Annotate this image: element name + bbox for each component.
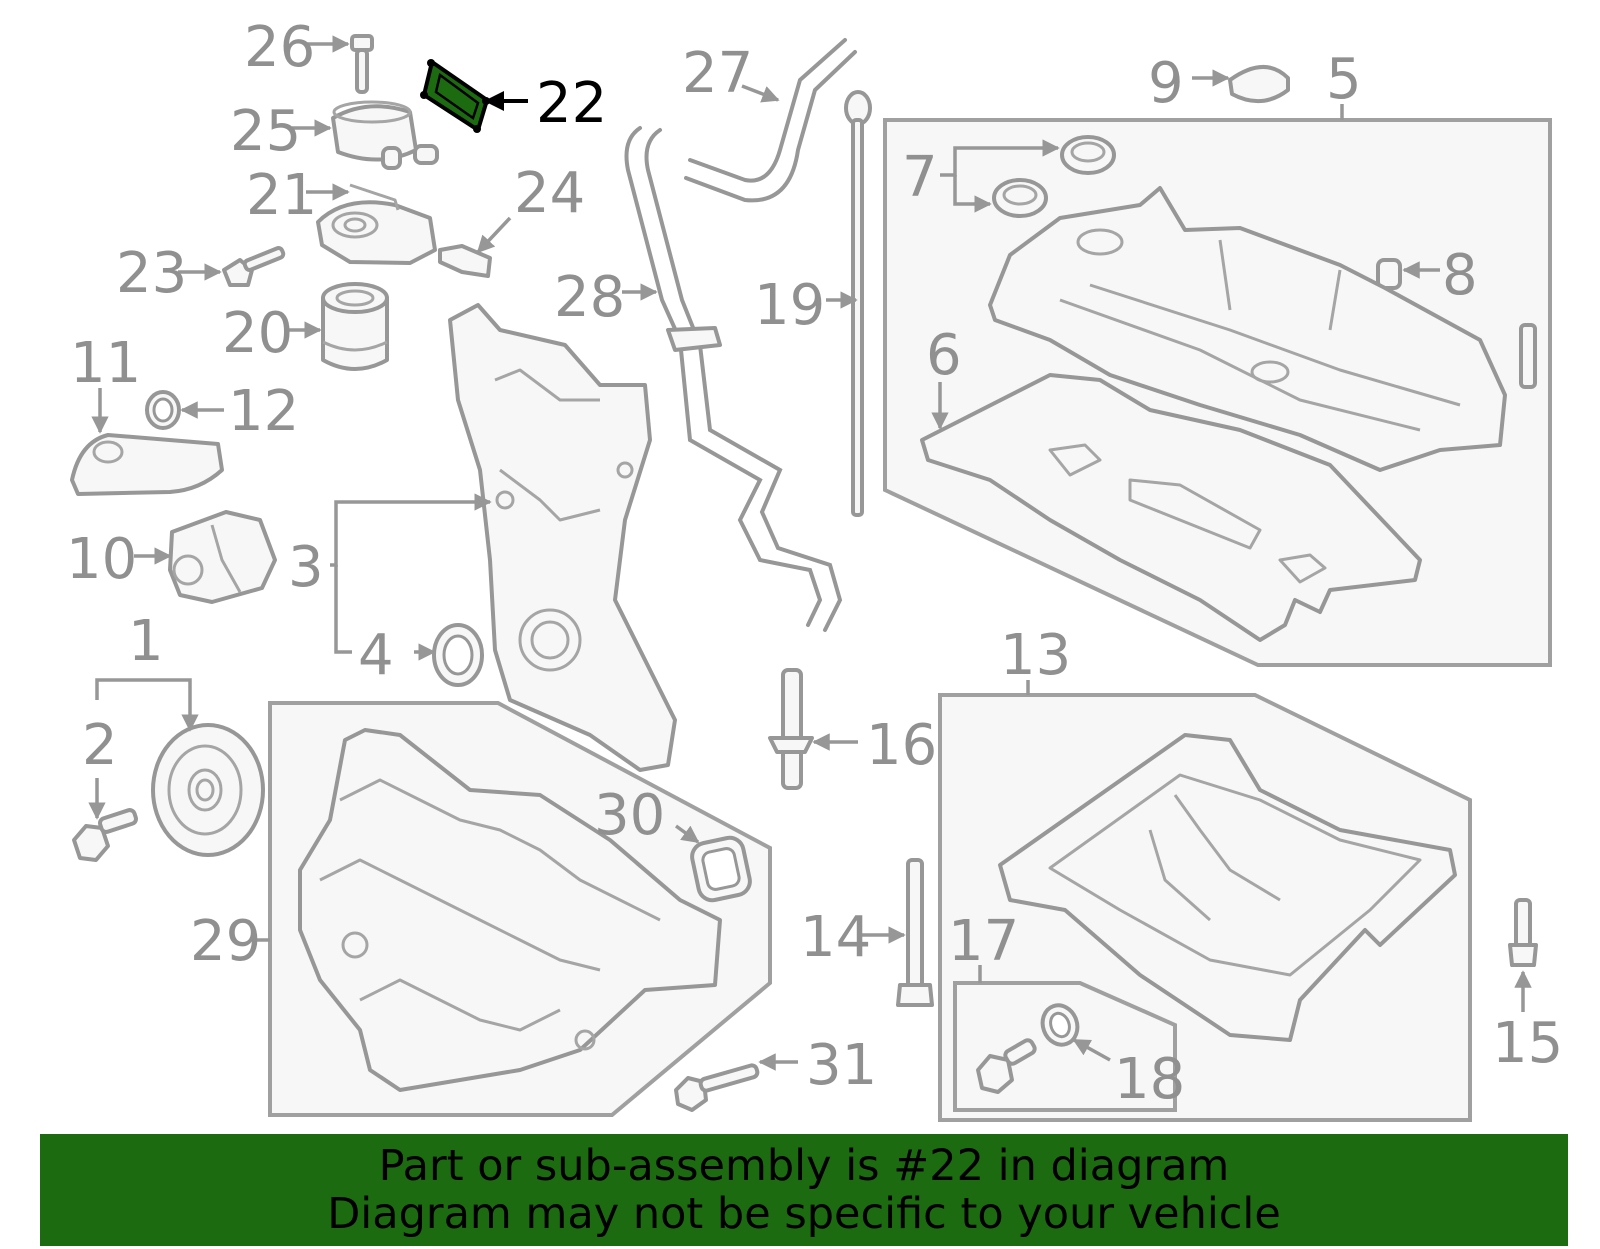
callout-10: 10: [66, 527, 137, 592]
washer-part-18: [1040, 1003, 1080, 1047]
oil-pump-part-10: [168, 510, 277, 604]
callout-6: 6: [926, 323, 962, 388]
oil-filter-housing-part-21: [316, 183, 437, 265]
callout-23: 23: [116, 241, 187, 306]
long-bolt-part-14: [896, 858, 934, 1007]
callout-7: 7: [902, 145, 938, 210]
callout-14: 14: [800, 905, 871, 970]
callout-12: 12: [228, 379, 299, 444]
bolt-part-26: [350, 34, 374, 94]
leader-lines: [88, 35, 1532, 1071]
bolt-part-15: [1508, 898, 1538, 967]
callout-16: 16: [866, 713, 937, 778]
breather-hose-part-28: [624, 126, 843, 632]
banner-disclaimer-line: Diagram may not be specific to your vehi…: [327, 1189, 1281, 1239]
callout-28: 28: [554, 265, 625, 330]
callout-17: 17: [948, 909, 1019, 974]
stud-valve-cover: [1519, 323, 1537, 389]
callout-24: 24: [514, 161, 585, 226]
sensor-part-24: [438, 244, 492, 278]
drain-plug-part-17: [976, 1038, 1037, 1094]
oil-cooler-part-25: [331, 100, 439, 170]
callout-29: 29: [190, 909, 261, 974]
vent-hose-part-27: [684, 38, 857, 203]
banner-part-line: Part or sub-assembly is #22 in diagram: [378, 1141, 1230, 1191]
callout-9: 9: [1148, 51, 1184, 116]
stud-part-16: [768, 668, 814, 790]
callout-5: 5: [1326, 47, 1362, 112]
seal-part-7: [992, 135, 1116, 218]
seal-part-4: [432, 623, 484, 687]
callout-18: 18: [1114, 1047, 1185, 1112]
callout-1: 1: [128, 609, 164, 674]
callout-15: 15: [1492, 1011, 1563, 1076]
oil-pan-part-13: [998, 733, 1457, 1042]
timing-cover-part-3: [448, 303, 677, 772]
callout-2: 2: [82, 713, 118, 778]
bolt-part-31: [674, 1063, 760, 1112]
plug-part-8: [1376, 258, 1402, 290]
oil-filter-part-20: [321, 282, 389, 371]
o-ring-part-12: [145, 390, 181, 430]
callout-27: 27: [682, 41, 753, 106]
valve-cover-gasket-part-6: [920, 373, 1422, 642]
pulley-bolt-part-2: [72, 808, 138, 862]
callout-4: 4: [358, 623, 394, 688]
callout-21: 21: [246, 163, 317, 228]
info-banner: Part or sub-assembly is #22 in diagram D…: [40, 1134, 1568, 1246]
oil-cap-part-9: [1228, 65, 1290, 103]
callout-19: 19: [754, 273, 825, 338]
callout-labels: 26 25 21 23 24 20 11 12 10 1 2 3 4 22 27…: [66, 15, 1563, 1112]
bolt-part-23: [222, 246, 286, 287]
callout-11: 11: [70, 331, 141, 396]
callout-25: 25: [230, 99, 301, 164]
callout-20: 20: [222, 301, 293, 366]
callout-22: 22: [536, 71, 607, 136]
callout-30: 30: [594, 783, 665, 848]
callout-31: 31: [806, 1033, 877, 1098]
callout-8: 8: [1442, 243, 1478, 308]
callout-13: 13: [1000, 623, 1071, 688]
crank-pulley-part-1: [151, 723, 265, 857]
dipstick-part-19: [844, 90, 872, 517]
intake-manifold-part-29: [298, 728, 722, 1092]
gasket-part-22-highlighted: [420, 59, 490, 133]
valve-cover-part-5: [988, 186, 1507, 472]
callout-26: 26: [244, 15, 315, 80]
gasket-part-30: [690, 835, 752, 903]
callout-3: 3: [288, 535, 324, 600]
oil-pickup-part-11: [70, 433, 224, 496]
